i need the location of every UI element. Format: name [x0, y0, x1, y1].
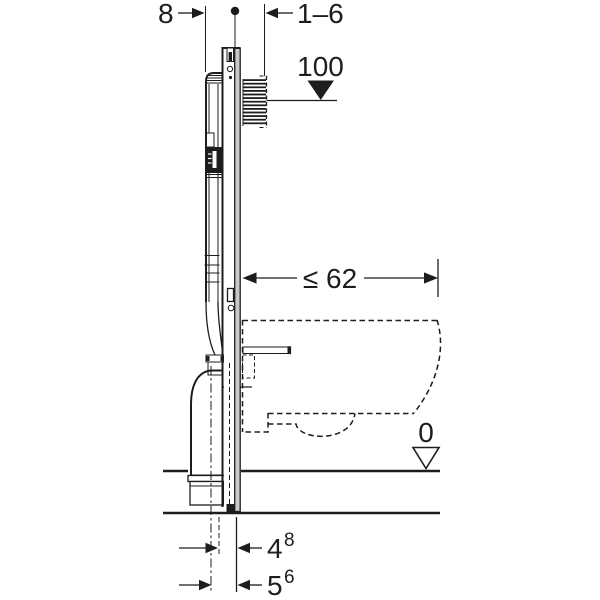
dome-ledge	[187, 474, 226, 483]
dim-actuation-height-label: 100	[297, 51, 344, 82]
cistern-bottom-collars	[204, 255, 220, 283]
anchor-center-mark	[230, 6, 240, 47]
pan-front-edge	[413, 319, 442, 414]
flush-valve-slot	[212, 151, 217, 168]
dim-wall-finish-arrow	[265, 7, 278, 19]
cistern	[204, 72, 225, 376]
anchor-centerline-dot	[230, 6, 240, 16]
outlet-connection-sleeve	[242, 354, 255, 379]
fastener-hole	[226, 65, 234, 73]
dim-48-label-sup: 8	[284, 530, 295, 551]
rail-top-fastener	[226, 47, 234, 80]
dim-48-arrow-left	[205, 542, 218, 554]
dim-width-arrow-right	[424, 272, 438, 284]
flush-pipe-bend	[205, 301, 223, 356]
dim-frame-depth-arrow	[192, 7, 205, 19]
dim-56-label-sup: 6	[284, 567, 295, 588]
drain-box	[189, 480, 225, 506]
fixing-hole	[227, 304, 235, 312]
threaded-rod	[242, 346, 292, 355]
dim-max-pan-width: ≤ 62	[242, 259, 439, 297]
threaded-rod-end	[287, 346, 292, 355]
dim-actuation-height: 100	[297, 51, 344, 100]
wc-pan-outline	[241, 319, 442, 437]
pan-trap-curve	[268, 413, 356, 437]
dome-body	[190, 369, 223, 477]
dim-wall-finish-label: 1–6	[297, 0, 344, 29]
floor-level-marker-triangle	[411, 446, 441, 471]
dim-frame-depth: 8	[158, 0, 206, 72]
dim-offset-48: 4 8	[179, 530, 295, 564]
flush-pipe-inner	[217, 301, 223, 349]
cistern-lid-ribs	[206, 75, 222, 84]
dim-48-label-base: 4	[267, 533, 283, 564]
hatch-block	[243, 79, 266, 126]
floor-level-marker: 0	[411, 417, 441, 471]
dim-48-arrow-right	[237, 542, 250, 554]
fastener-pin	[228, 52, 232, 62]
frame-rail	[221, 47, 241, 513]
threaded-rod-shaft	[242, 346, 290, 354]
rail-foot	[226, 504, 235, 512]
flush-valve	[206, 147, 222, 173]
dim-offset-56: 5 6	[179, 567, 295, 600]
pan-bottom-step	[242, 413, 269, 433]
flush-pipe-outer	[205, 301, 216, 356]
dim-width-label: ≤ 62	[303, 263, 357, 294]
rail-profile	[234, 47, 241, 513]
dim-width-arrow-left	[242, 272, 257, 284]
floor-level-label: 0	[418, 417, 434, 448]
dim-wall-finish: 1–6	[264, 0, 344, 76]
cistern-outer-wall	[205, 72, 223, 302]
actuation-height-marker-triangle	[307, 80, 334, 100]
fastener-dot	[228, 75, 233, 80]
dim-frame-depth-label: 8	[158, 0, 174, 29]
drain-bend-dome	[187, 369, 226, 506]
dim-56-label-base: 5	[267, 570, 283, 600]
fill-valve-bracket	[206, 132, 215, 148]
dim-56-arrow-right	[237, 579, 250, 591]
rail-channel	[224, 49, 235, 509]
actuator-opening-hatch	[242, 75, 268, 128]
floor-lines	[163, 469, 440, 515]
fixing-slot	[226, 287, 235, 303]
dim-56-arrow-left	[199, 579, 212, 591]
rail-fixing-point	[226, 287, 235, 312]
